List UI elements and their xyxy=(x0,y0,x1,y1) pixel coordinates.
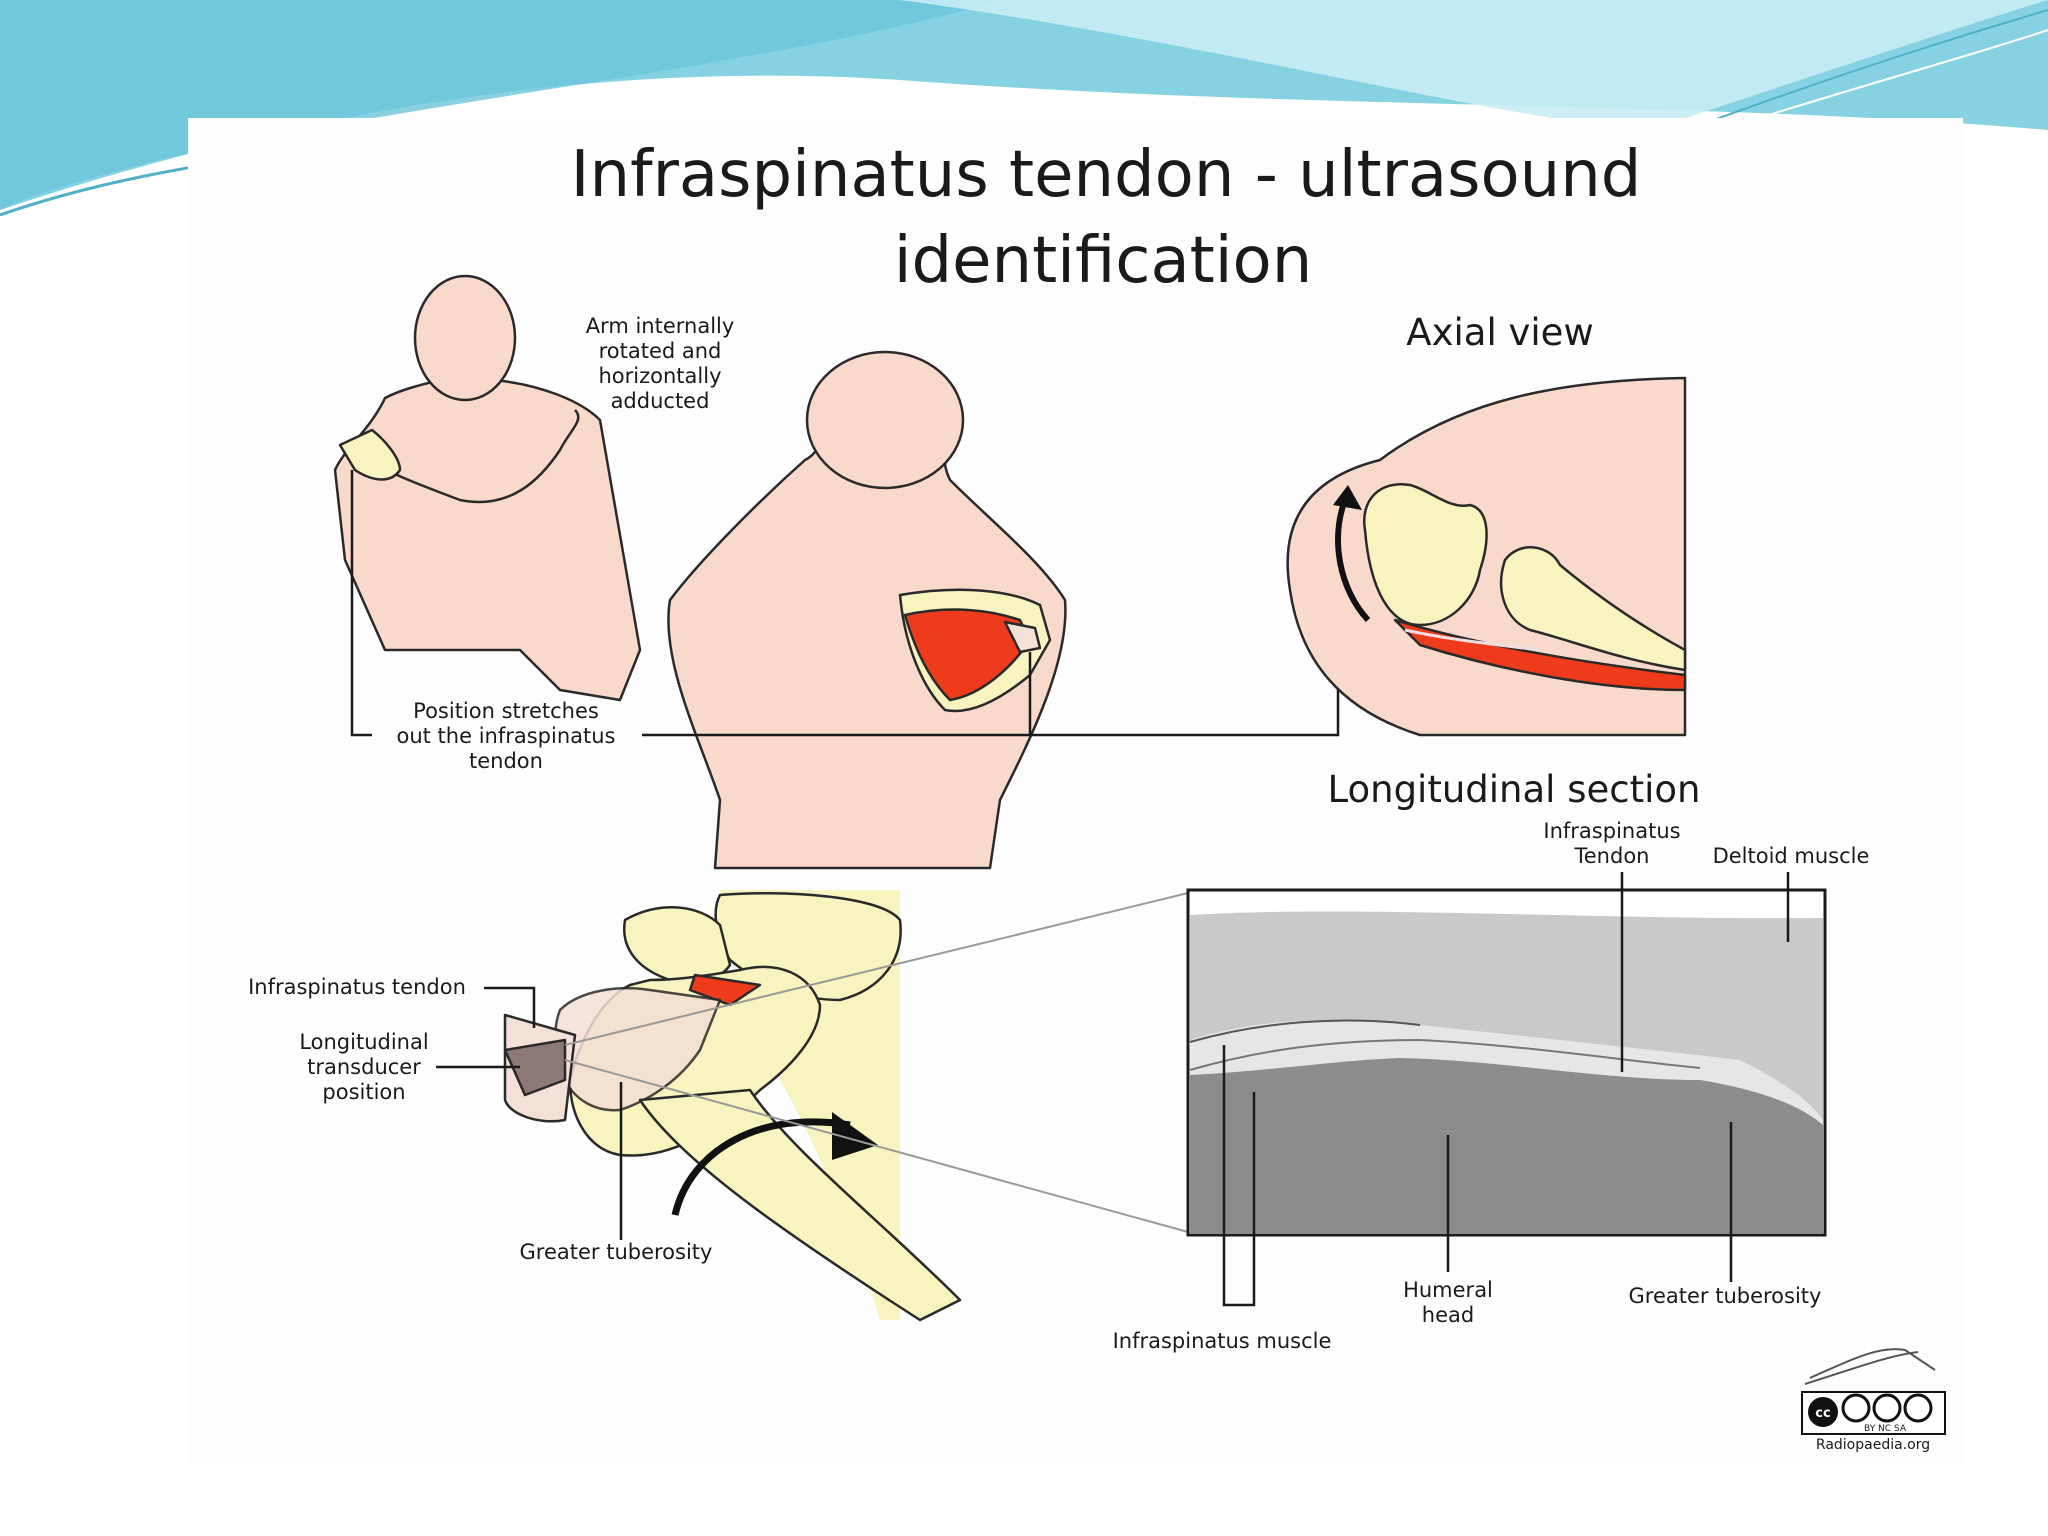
transducer-label-line-3: position xyxy=(322,1080,405,1104)
shoulder-rotation-arrow xyxy=(671,1118,851,1216)
cc-badge-marks: BY NC SA xyxy=(1864,1424,1907,1434)
humeral-head-label-line-1: Humeral xyxy=(1403,1278,1493,1302)
infraspinatus-muscle-label: Infraspinatus muscle xyxy=(1113,1329,1332,1353)
lon-tendon-label-line-1: Infraspinatus xyxy=(1543,819,1680,843)
longitudinal-ultrasound-panel xyxy=(1186,888,1827,1237)
arm-note-line-2: rotated and xyxy=(599,339,722,363)
axial-view-illustration xyxy=(1286,376,1687,737)
axial-rotation-arrow-head xyxy=(1333,485,1362,510)
infraspinatus-tendon-label: Infraspinatus tendon xyxy=(248,975,466,999)
greater-tuberosity-shoulder-label: Greater tuberosity xyxy=(520,1240,713,1264)
stretch-note-line-1: Position stretches xyxy=(413,699,599,723)
shoulder-rotation-arrow-head xyxy=(832,1112,878,1160)
radiopaedia-credit: Radiopaedia.org xyxy=(1816,1437,1930,1453)
back-figure-illustration xyxy=(667,350,1067,870)
humeral-head-label-line-2: head xyxy=(1422,1303,1474,1327)
arm-note-line-1: Arm internally xyxy=(586,314,735,338)
transducer-label-line-2: transducer xyxy=(307,1055,421,1079)
zoom-projection-lines xyxy=(564,892,1189,1233)
infraspinatus-muscle-bracket xyxy=(1222,1045,1256,1307)
deltoid-label: Deltoid muscle xyxy=(1713,844,1870,868)
stretch-note-line-2: out the infraspinatus xyxy=(396,724,615,748)
cc-license-badge: cc BY NC SA xyxy=(1801,1391,1946,1435)
transducer-label-line-1: Longitudinal xyxy=(299,1030,428,1054)
arm-note-line-3: horizontally xyxy=(598,364,721,388)
cc-badge-text: cc xyxy=(1815,1406,1830,1421)
stretch-note: Position stretches out the infraspinatus… xyxy=(396,699,615,773)
longitudinal-heading: Longitudinal section xyxy=(1328,768,1701,811)
title-line-1: Infraspinatus tendon - ultrasound xyxy=(571,138,1642,212)
lon-tendon-label-line-2: Tendon xyxy=(1574,844,1650,868)
arm-note: Arm internally rotated and horizontally … xyxy=(586,314,735,413)
slide-banner xyxy=(0,0,2048,217)
front-figure-illustration xyxy=(333,274,642,730)
stretch-note-line-3: tendon xyxy=(469,749,543,773)
arm-note-line-4: adducted xyxy=(611,389,710,413)
lon-greater-tuberosity-label: Greater tuberosity xyxy=(1629,1284,1822,1308)
axial-rotation-arrow xyxy=(1335,498,1371,623)
infraspinatus-tendon-leader xyxy=(484,986,536,1028)
title-line-2: identification xyxy=(894,224,1313,298)
signature-mark xyxy=(1804,1348,1936,1385)
axial-view-heading: Axial view xyxy=(1406,311,1593,354)
